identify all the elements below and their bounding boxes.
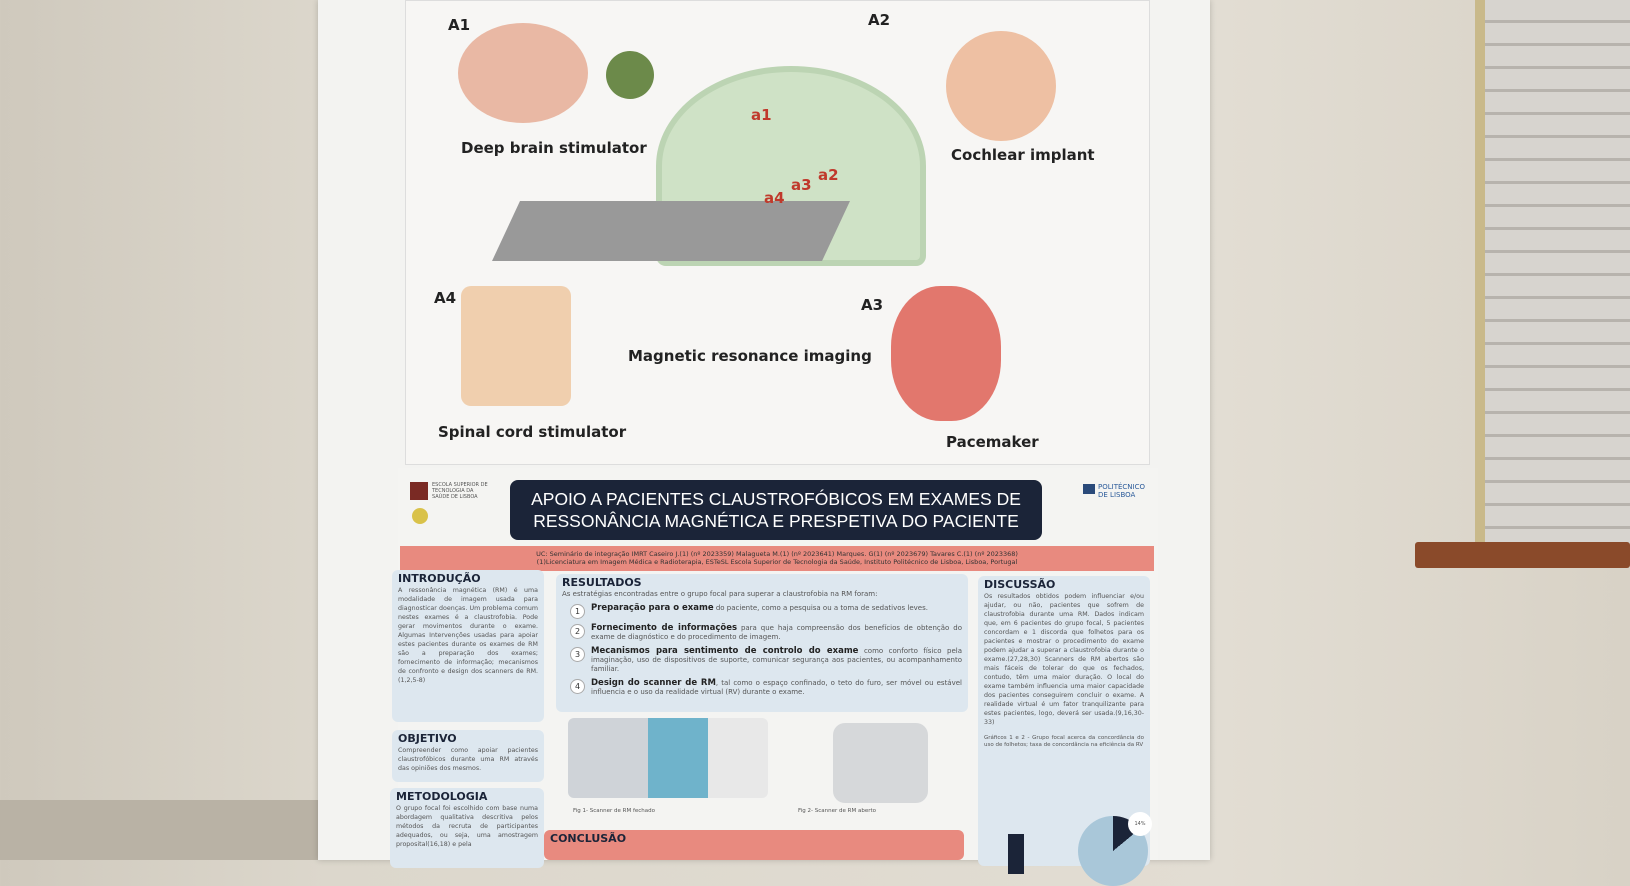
affiliation: (1)Licenciatura em Imagem Médica e Radio… <box>536 558 1018 566</box>
label-a3-sub: a3 <box>791 176 812 194</box>
results-intro: As estratégias encontradas entre o grupo… <box>562 590 878 598</box>
result-text: Mecanismos para sentimento de controlo d… <box>591 647 962 674</box>
caption-pacemaker: Pacemaker <box>946 433 1039 451</box>
result-text: Design do scanner de RM, tal como o espa… <box>591 679 962 697</box>
caption-spinal: Spinal cord stimulator <box>438 423 627 441</box>
intro-heading: INTRODUÇÃO <box>398 572 481 585</box>
discussion-text: Os resultados obtidos podem influenciar … <box>984 593 1144 726</box>
result-detail: para que haja compreensão dos benefícios… <box>591 624 962 641</box>
fig2-caption: Fig 2- Scanner de RM aberto <box>798 808 876 814</box>
label-a2-sub: a2 <box>818 166 839 184</box>
label-a3: A3 <box>861 296 884 314</box>
label-a4: A4 <box>434 289 457 307</box>
pie-label: 14% <box>1128 812 1152 836</box>
label-a2: A2 <box>868 11 891 29</box>
title-line-2: RESSONÂNCIA MAGNÉTICA E PRESPETIVA DO PA… <box>533 511 1019 531</box>
methodology-text: O grupo focal foi escolhido com base num… <box>396 805 538 848</box>
bar-chart-bar <box>1008 834 1024 874</box>
result-detail: do paciente, como a pesquisa ou a toma d… <box>713 604 928 612</box>
spine-image <box>461 286 571 406</box>
objective-heading: OBJETIVO <box>398 732 457 745</box>
result-item: 3 Mecanismos para sentimento de controlo … <box>570 647 962 674</box>
discussion-heading: DISCUSSÃO <box>984 578 1056 591</box>
result-number: 1 <box>570 604 585 619</box>
result-detail: como conforto físico pela imaginação, us… <box>591 647 962 673</box>
result-number: 4 <box>570 679 585 694</box>
fig1-caption: Fig 1- Scanner de RM fechado <box>573 808 656 814</box>
result-detail: , tal como o espaço confinado, o teto do… <box>591 679 962 696</box>
methodology-section: METODOLOGIA O grupo focal foi escolhido … <box>390 788 544 868</box>
result-item: 1 Preparação para o exame do paciente, co… <box>570 604 962 619</box>
result-bold: Mecanismos para sentimento de controlo d… <box>591 646 859 656</box>
window-blinds <box>1475 0 1630 545</box>
polytechnic-name: POLITÉCNICO DE LISBOA <box>1098 483 1145 499</box>
label-a4-sub: a4 <box>764 189 785 207</box>
result-number: 3 <box>570 647 585 662</box>
result-bold: Design do scanner de RM <box>591 678 716 688</box>
mri-implants-illustration: A1 A2 A3 A4 a1 a2 a3 a4 Deep brain stimu… <box>405 0 1150 465</box>
polytechnic-logo <box>1083 484 1095 494</box>
intro-section: INTRODUÇÃO A ressonância magnética (RM) … <box>392 570 544 722</box>
results-section: RESULTADOS As estratégias encontradas en… <box>556 574 968 712</box>
conclusion-heading: CONCLUSÃO <box>550 832 627 845</box>
school-logo <box>410 482 428 500</box>
result-number: 2 <box>570 624 585 639</box>
result-bold: Preparação para o exame <box>591 603 714 613</box>
research-poster: ESCOLA SUPERIOR DE TECNOLOGIA DA SAÚDE D… <box>390 468 1158 886</box>
authors: UC: Seminário de integração IMRT Caseiro… <box>536 550 1018 558</box>
chip-image <box>606 51 654 99</box>
result-text: Fornecimento de informações para que haj… <box>591 624 962 642</box>
results-heading: RESULTADOS <box>562 576 642 589</box>
result-text: Preparação para o exame do paciente, com… <box>591 604 928 619</box>
school-name: ESCOLA SUPERIOR DE TECNOLOGIA DA SAÚDE D… <box>432 482 488 500</box>
label-a1: A1 <box>448 16 471 34</box>
result-bold: Fornecimento de informações <box>591 623 738 633</box>
emblem-logo <box>412 508 428 524</box>
brain-image <box>458 23 588 123</box>
title-line-1: APOIO A PACIENTES CLAUSTROFÓBICOS EM EXA… <box>531 489 1021 509</box>
discussion-section: DISCUSSÃO Os resultados obtidos podem in… <box>978 576 1152 886</box>
result-item: 4 Design do scanner de RM, tal como o esp… <box>570 679 962 697</box>
result-item: 2 Fornecimento de informações para que ha… <box>570 624 962 642</box>
authors-bar: UC: Seminário de integração IMRT Caseiro… <box>400 546 1154 571</box>
floor <box>0 800 340 860</box>
chart-caption: Gráficos 1 e 2 - Grupo focal acerca da c… <box>984 735 1144 748</box>
methodology-heading: METODOLOGIA <box>396 790 488 803</box>
caption-cochlear: Cochlear implant <box>951 146 1095 164</box>
objective-text: Compreender como apoiar pacientes claust… <box>398 747 538 772</box>
poster-title: APOIO A PACIENTES CLAUSTROFÓBICOS EM EXA… <box>510 480 1042 540</box>
caption-mri: Magnetic resonance imaging <box>628 347 872 365</box>
window-sill <box>1415 542 1630 568</box>
objective-section: OBJETIVO Compreender como apoiar pacient… <box>392 730 544 782</box>
closed-mri-figure <box>568 718 768 798</box>
conclusion-section: CONCLUSÃO <box>544 830 964 860</box>
caption-deep-brain: Deep brain stimulator <box>461 139 647 157</box>
intro-text: A ressonância magnética (RM) é uma modal… <box>398 587 538 684</box>
label-a1-sub: a1 <box>751 106 772 124</box>
open-mri-figure <box>833 723 928 803</box>
heart-image <box>891 286 1001 421</box>
ear-image <box>946 31 1056 141</box>
mri-table-image <box>492 201 850 261</box>
